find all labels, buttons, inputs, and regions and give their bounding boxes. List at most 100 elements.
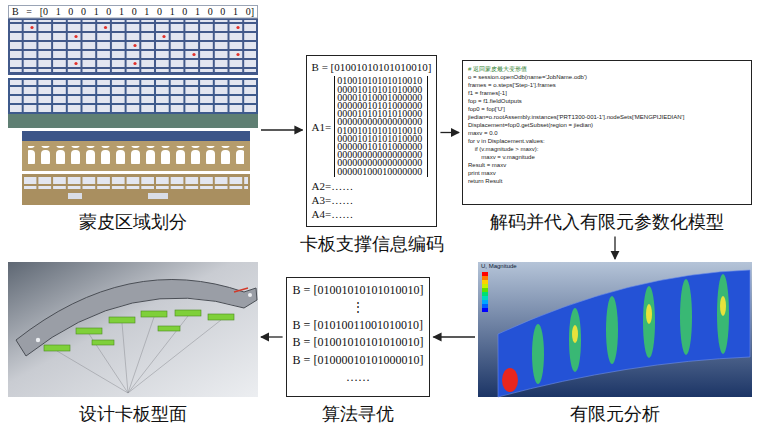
support-bars <box>44 310 234 351</box>
support-bar <box>208 314 234 320</box>
stress-ring <box>643 286 655 358</box>
candidate-vector: B = [01001010101010010] <box>293 334 424 351</box>
board-model-view: 设计卡板型面 <box>8 262 258 426</box>
legend-title: U, Magnitude <box>481 263 517 270</box>
matrix-row: A1= 01001010101010010 00001010101010000 0… <box>312 76 432 176</box>
code-line: maxv = v.magnitude <box>468 153 746 161</box>
arch-mark <box>234 288 248 292</box>
candidate-vector: B = [01000010101000010] <box>293 352 424 369</box>
matrix-name: A2=…… <box>312 179 432 193</box>
stage-caption: 卡板支撑信息编码 <box>300 233 444 256</box>
skin-region-illustration <box>8 5 258 205</box>
stress-ring <box>606 296 618 364</box>
fuselage-shell <box>498 270 750 397</box>
leader-line <box>128 320 221 393</box>
matrix-name: A4=…… <box>312 207 432 221</box>
stage-caption: 解码并代入有限元参数化模型 <box>490 211 724 234</box>
board-hole <box>36 338 40 342</box>
code-line: for v in Displacement.values: <box>468 137 746 145</box>
code-line: # 返回蒙皮最大变形值 <box>468 65 746 73</box>
legend-step <box>482 276 488 280</box>
support-bar <box>44 345 70 351</box>
support-dot <box>30 26 33 29</box>
max-stress-spot <box>502 368 518 392</box>
flow-arrow <box>440 132 459 133</box>
support-bar <box>92 340 114 345</box>
skin-panel <box>22 131 250 171</box>
legend-step <box>482 292 488 296</box>
skin-patch <box>68 193 82 199</box>
flow-arrow <box>261 336 283 337</box>
code-line: Displacement=fop0.getSubset(region = jie… <box>468 121 746 129</box>
support-code: B = [0 1 0 0 1 0 1 0 1 0 1 0 1 0 0 1 0] <box>12 6 254 17</box>
legend-step <box>482 284 488 288</box>
skin-grid <box>10 80 256 114</box>
board-hole <box>248 293 252 297</box>
matrix-name: A1= <box>312 121 332 133</box>
support-bar <box>175 310 201 316</box>
leader-line <box>122 323 128 393</box>
code-line: o = session.openOdb(name='JobName.odb') <box>468 73 746 81</box>
stress-ring <box>717 274 729 354</box>
skin-grid <box>24 175 248 189</box>
stress-spots <box>572 296 726 343</box>
stage-caption: 算法寻优 <box>322 403 394 426</box>
stage-caption: 设计卡板型面 <box>79 403 187 426</box>
support-dot <box>74 62 77 65</box>
encoding-box: B = [01001010101010010]A1=01001010101010… <box>300 55 444 255</box>
candidate-vector: B = [01001010101010010] <box>293 282 424 299</box>
fea-background <box>478 262 752 397</box>
support-bar <box>141 311 167 317</box>
legend-step <box>482 280 488 284</box>
board-arch <box>16 280 257 357</box>
leader-lines <box>57 316 221 393</box>
window-row <box>28 146 244 164</box>
code-line: fop = f1.fieldOutputs <box>468 97 746 105</box>
leader-line <box>128 317 154 393</box>
flow-arrow <box>614 237 615 260</box>
stress-spot <box>572 325 578 343</box>
fea-illustration <box>478 262 752 397</box>
flow-arrow <box>433 336 475 337</box>
design-frame <box>8 262 258 397</box>
code-frame: # 返回蒙皮最大变形值o = session.openOdb(name='Job… <box>462 60 752 205</box>
algo-frame: B = [01001010101010010]⋮B = [01010011001… <box>286 277 431 397</box>
support-dot <box>133 44 136 47</box>
skin-grid <box>10 20 256 72</box>
stage-caption: 有限元分析 <box>570 403 660 426</box>
code-line: return Result <box>468 177 746 185</box>
legend-step <box>482 288 488 292</box>
support-bar <box>158 326 180 331</box>
support-dot <box>74 35 77 38</box>
skin-region-panel: B = [0 1 0 0 1 0 1 0 1 0 1 0 1 0 0 1 0] 蒙… <box>8 5 258 234</box>
code-line: Result = maxv <box>468 161 746 169</box>
support-bar <box>109 317 135 323</box>
fea-result-view: U, Magnitude 有限元分析 <box>478 262 752 426</box>
legend-step <box>482 300 488 304</box>
leader-line <box>128 316 188 393</box>
leader-line <box>89 334 128 393</box>
code-line: frames = o.steps['Step-1'].frames <box>468 81 746 89</box>
support-dot <box>192 53 195 56</box>
stress-spot <box>720 296 726 316</box>
matrix-values: 01001010101010010 00001010101010000 0000… <box>337 77 425 175</box>
support-bar <box>76 328 102 334</box>
code-line: jiedian=o.rootAssembly.instances['PRT130… <box>468 113 746 121</box>
support-dot <box>104 26 107 29</box>
code-listing: # 返回蒙皮最大变形值o = session.openOdb(name='Job… <box>462 60 752 234</box>
contour-legend <box>482 272 488 312</box>
code-line: print maxv <box>468 169 746 177</box>
support-dot <box>236 53 239 56</box>
matrix-name: A3=…… <box>312 193 432 207</box>
flow-arrow <box>261 129 303 130</box>
leader-line <box>57 351 128 393</box>
legend-step <box>482 296 488 300</box>
skin-strip <box>22 131 250 141</box>
stage-caption: 蒙皮区域划分 <box>79 211 187 234</box>
board-model-illustration <box>8 262 258 397</box>
code-line: if (v.magnitude > maxv): <box>468 145 746 153</box>
skin-strip <box>8 114 258 128</box>
support-dot <box>162 35 165 38</box>
